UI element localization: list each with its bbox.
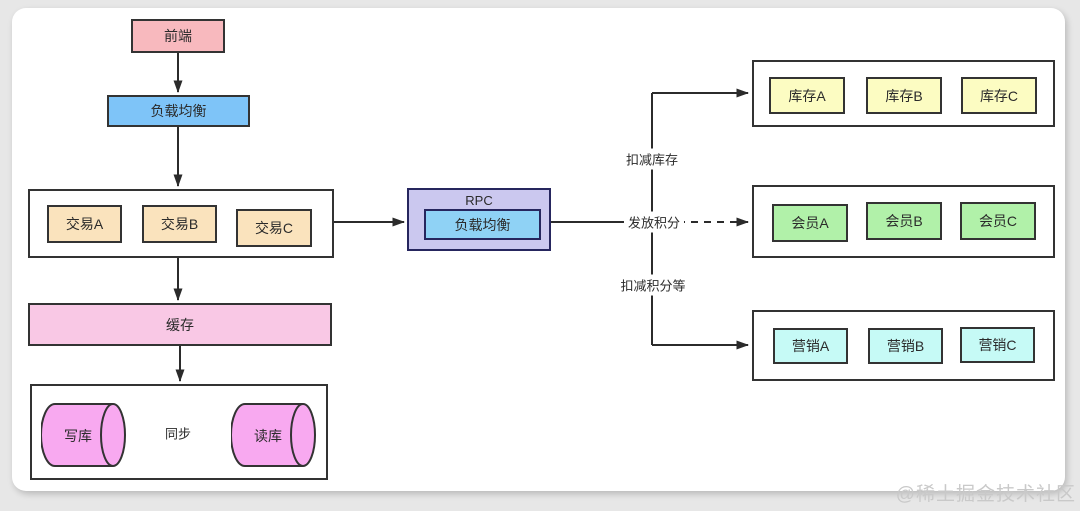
marketing-b-node: 营销B [868,328,943,364]
frontend-label: 前端 [164,28,192,44]
trade-a-node: 交易A [47,205,122,243]
inventory-a-label: 库存A [788,87,826,104]
read-db-cylinder: 读库 [230,403,317,469]
edge-label-deduct-inventory: 扣减库存 [621,148,683,170]
rpc-load-balancer-node: 负载均衡 [424,209,541,240]
member-c-label: 会员C [978,213,1018,229]
rpc-node: RPC 负载均衡 [407,188,551,251]
inventory-b-node: 库存B [866,77,942,114]
load-balancer-label: 负载均衡 [150,103,207,119]
rpc-title: RPC [465,193,493,208]
cache-node: 缓存 [28,303,332,346]
rpc-load-balancer-label: 负载均衡 [454,216,511,233]
trade-c-node: 交易C [236,209,312,247]
marketing-c-label: 营销C [978,337,1017,353]
trade-c-label: 交易C [254,220,294,236]
trade-b-node: 交易B [142,205,217,243]
inventory-c-label: 库存C [979,87,1019,104]
member-b-label: 会员B [885,213,923,229]
cache-label: 缓存 [166,316,194,333]
load-balancer-node: 负载均衡 [107,95,250,127]
marketing-c-node: 营销C [960,327,1035,363]
marketing-b-label: 营销B [886,338,925,354]
member-a-node: 会员A [772,204,848,242]
member-a-label: 会员A [791,215,829,231]
inventory-group: 库存A 库存B 库存C [752,60,1055,127]
member-c-node: 会员C [960,202,1036,240]
inventory-a-node: 库存A [769,77,845,114]
watermark: @稀土掘金技术社区 [895,484,1076,505]
edge-label-grant-points: 发放积分 [623,211,685,233]
marketing-a-label: 营销A [791,338,830,354]
read-db-label: 读库 [254,428,282,444]
write-db-label: 写库 [64,428,92,444]
write-db-cylinder: 写库 [40,403,127,469]
inventory-c-node: 库存C [961,77,1037,114]
trade-b-label: 交易B [160,216,199,232]
marketing-a-node: 营销A [773,328,848,364]
frontend-node: 前端 [131,19,225,53]
member-b-node: 会员B [866,202,942,240]
trade-group: 交易A 交易B 交易C [28,189,334,258]
trade-a-label: 交易A [65,216,104,232]
edge-label-sync: 同步 [160,422,196,444]
edge-label-deduct-points: 扣减积分等 [616,274,690,296]
marketing-group: 营销A 营销B 营销C [752,310,1055,381]
inventory-b-label: 库存B [885,87,923,104]
member-group: 会员A 会员B 会员C [752,185,1055,258]
